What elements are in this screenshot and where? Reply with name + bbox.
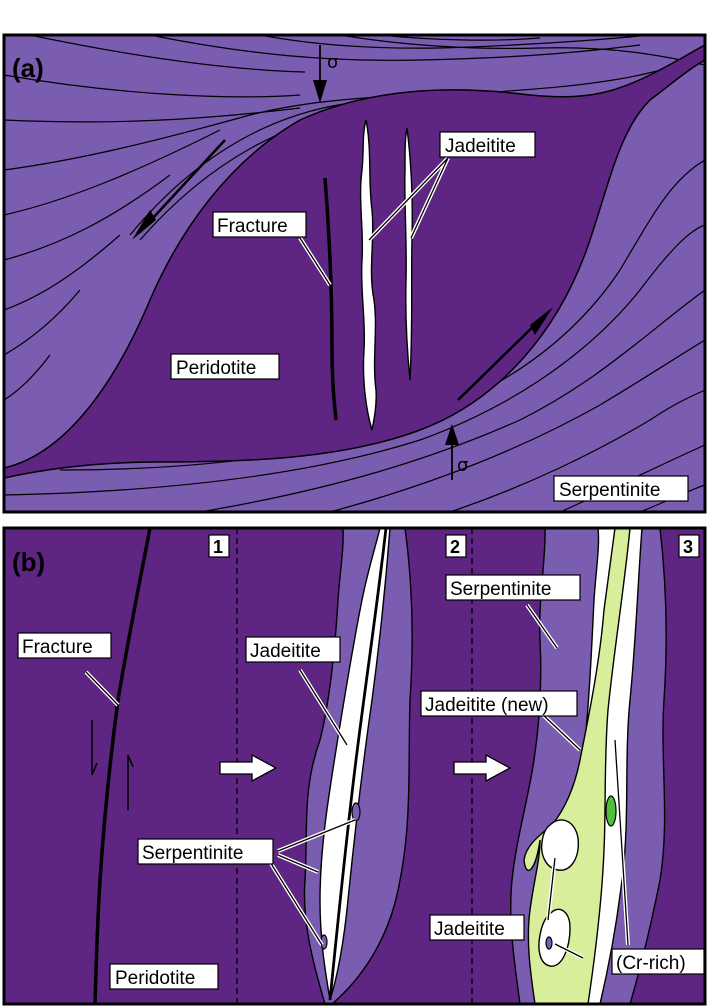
label-jadeitite-b1: Jadeitite [250,641,321,662]
foliation-lines-upper [4,35,705,401]
label-fracture-b: Fracture [22,637,93,658]
fracture-a [323,177,338,421]
panel-a [4,35,705,512]
leader-lines-b [84,603,630,960]
stress-arrow-top [313,45,327,103]
stage-number-2: 2 [450,537,460,557]
shear-arrow-up [127,754,134,810]
progression-arrow-1 [219,753,278,783]
stress-arrow-bottom [445,424,459,480]
stress-label-bottom: σ [457,455,468,476]
jadeitite-vein-a1 [359,119,377,431]
label-serpentinite-b1: Serpentinite [142,843,243,864]
panel-a-tag: (a) [12,53,44,83]
label-serpentinite-a: Serpentinite [559,480,660,501]
fracture-inside-jadeitite [328,528,388,1001]
label-jadeitite-new: Jadeitite (new) [425,695,549,716]
jadeitite-relict-2 [538,908,571,967]
leader-lines-a [298,156,450,287]
label-peridotite-b: Peridotite [115,968,195,989]
cr-rich-pod [605,795,617,827]
serpentinite-inclusion-1 [351,802,361,822]
stage-number-1: 1 [213,537,223,557]
jadeitite-relict-1 [540,819,579,871]
label-jadeitite-a: Jadeitite [445,136,516,157]
panel-b [4,528,705,1004]
label-fracture-a: Fracture [217,216,288,237]
label-serpentinite-b2: Serpentinite [450,579,551,600]
panel-a-frame [2,33,707,514]
serpentinite-inclusion-3 [545,936,553,950]
progression-arrow-2 [453,753,512,783]
stage-number-3: 3 [683,537,693,557]
label-peridotite-a: Peridotite [176,358,256,379]
label-jadeitite-b2: Jadeitite [434,919,505,940]
stress-label-top: σ [327,52,338,73]
panel-b-tag: (b) [12,547,45,577]
shear-arrow-lower [457,307,553,401]
shear-arrow-down [91,720,98,776]
panel-b-frame [2,526,707,1006]
label-cr-rich: (Cr-rich) [616,953,686,974]
jadeitite-vein-a2 [404,127,413,381]
shear-arrow-upper [132,139,226,240]
fracture-b [93,528,152,1004]
